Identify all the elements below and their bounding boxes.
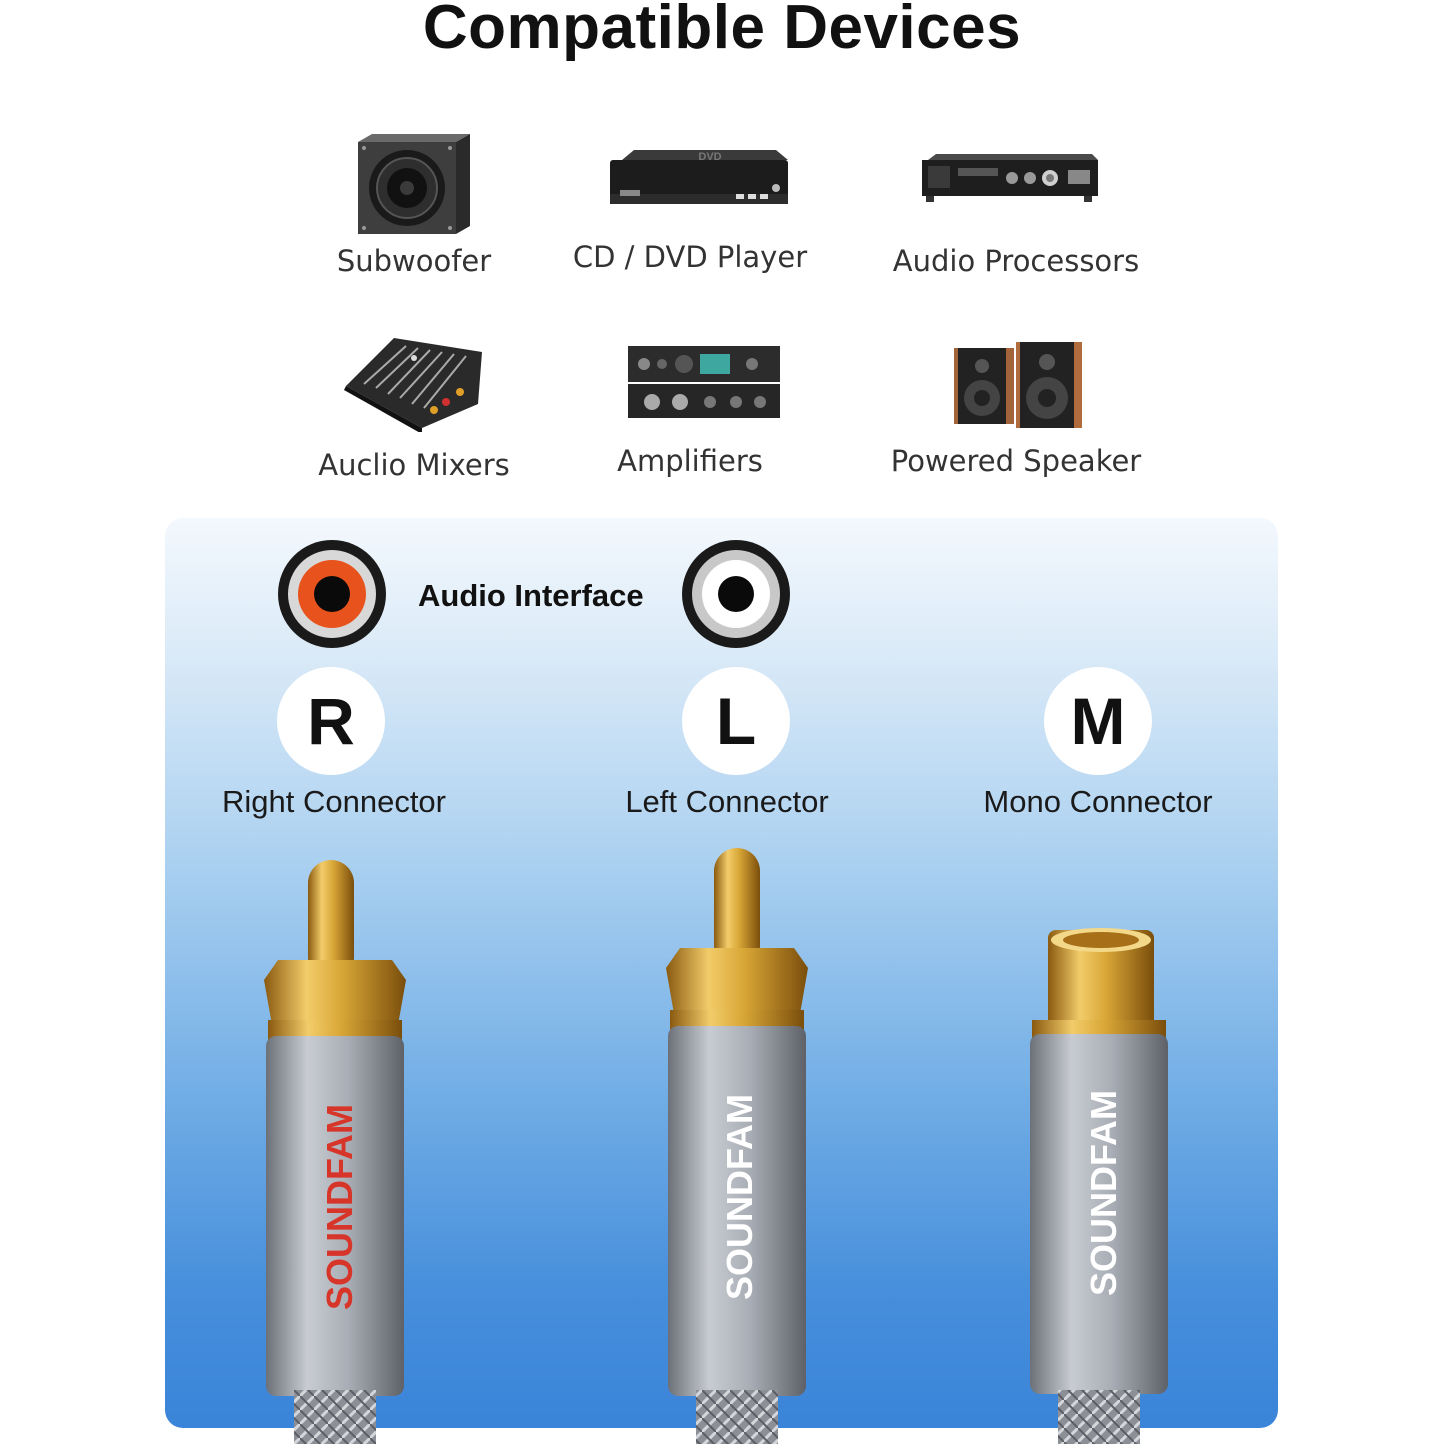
device-powered-speaker: Powered Speaker [866,332,1166,492]
mono-connector-label: Mono Connector [983,784,1213,819]
speakers-icon [954,342,1082,428]
badge-right: R [277,667,385,775]
dvd-logo: DVD [698,151,721,163]
badge-left: L [682,667,790,775]
left-connector-label: Left Connector [625,784,829,819]
brand-text-mono: SOUNDFAM [1083,1090,1124,1296]
brand-text-right: SOUNDFAM [319,1104,360,1310]
rca-jack-right-icon [278,540,386,648]
device-audio-processor: Audio Processors [866,130,1166,290]
audio-processor-icon [922,154,1098,202]
audio-interface-label: Audio Interface [418,578,644,613]
subwoofer-icon [358,134,470,234]
mono-rca-connector: SOUNDFAM [1030,928,1168,1444]
device-label: Amplifiers [617,444,763,478]
badge-mono: M [1044,667,1152,775]
device-audio-mixer: Auclio Mixers [264,332,564,492]
brand-text-left: SOUNDFAM [719,1094,760,1300]
device-amplifier: Amplifiers [540,332,840,492]
device-label: Powered Speaker [890,444,1142,478]
audio-mixer-icon [344,338,482,432]
amplifier-icon [628,346,780,418]
device-label: Auclio Mixers [318,448,510,482]
right-connector-label: Right Connector [221,784,446,819]
rca-jack-left-icon [682,540,790,648]
right-rca-plug: SOUNDFAM [264,860,406,1444]
device-subwoofer: Subwoofer [264,130,564,290]
left-rca-plug: SOUNDFAM [666,848,808,1444]
device-dvd-player: DVD CD / DVD Player [540,130,840,290]
device-label: CD / DVD Player [572,240,808,274]
device-label: Audio Processors [892,244,1140,278]
dvd-player-icon: DVD [610,150,788,204]
page-title: Compatible Devices [422,0,1022,62]
device-label: Subwoofer [336,244,492,278]
